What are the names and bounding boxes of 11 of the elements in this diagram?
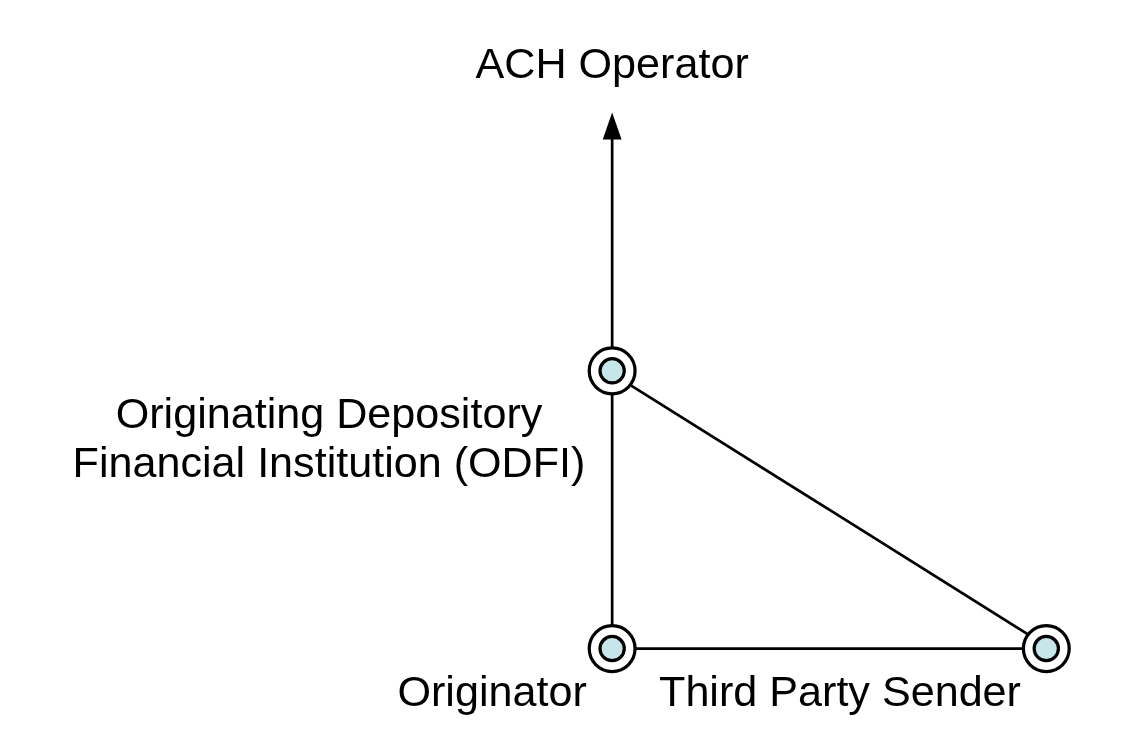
node-label: Originator [396,667,587,716]
connector [635,647,1023,650]
node-circle [587,346,637,396]
node-circle [1021,624,1071,674]
connector [630,384,1028,636]
arrow [602,112,622,348]
node-circle [587,624,637,674]
node-text: ACH Operator [475,38,749,87]
node-label: Originating Depository Financial Institution (ODFI) [72,389,585,486]
connector [610,394,613,626]
node-label: Third Party Sender [658,667,1021,716]
